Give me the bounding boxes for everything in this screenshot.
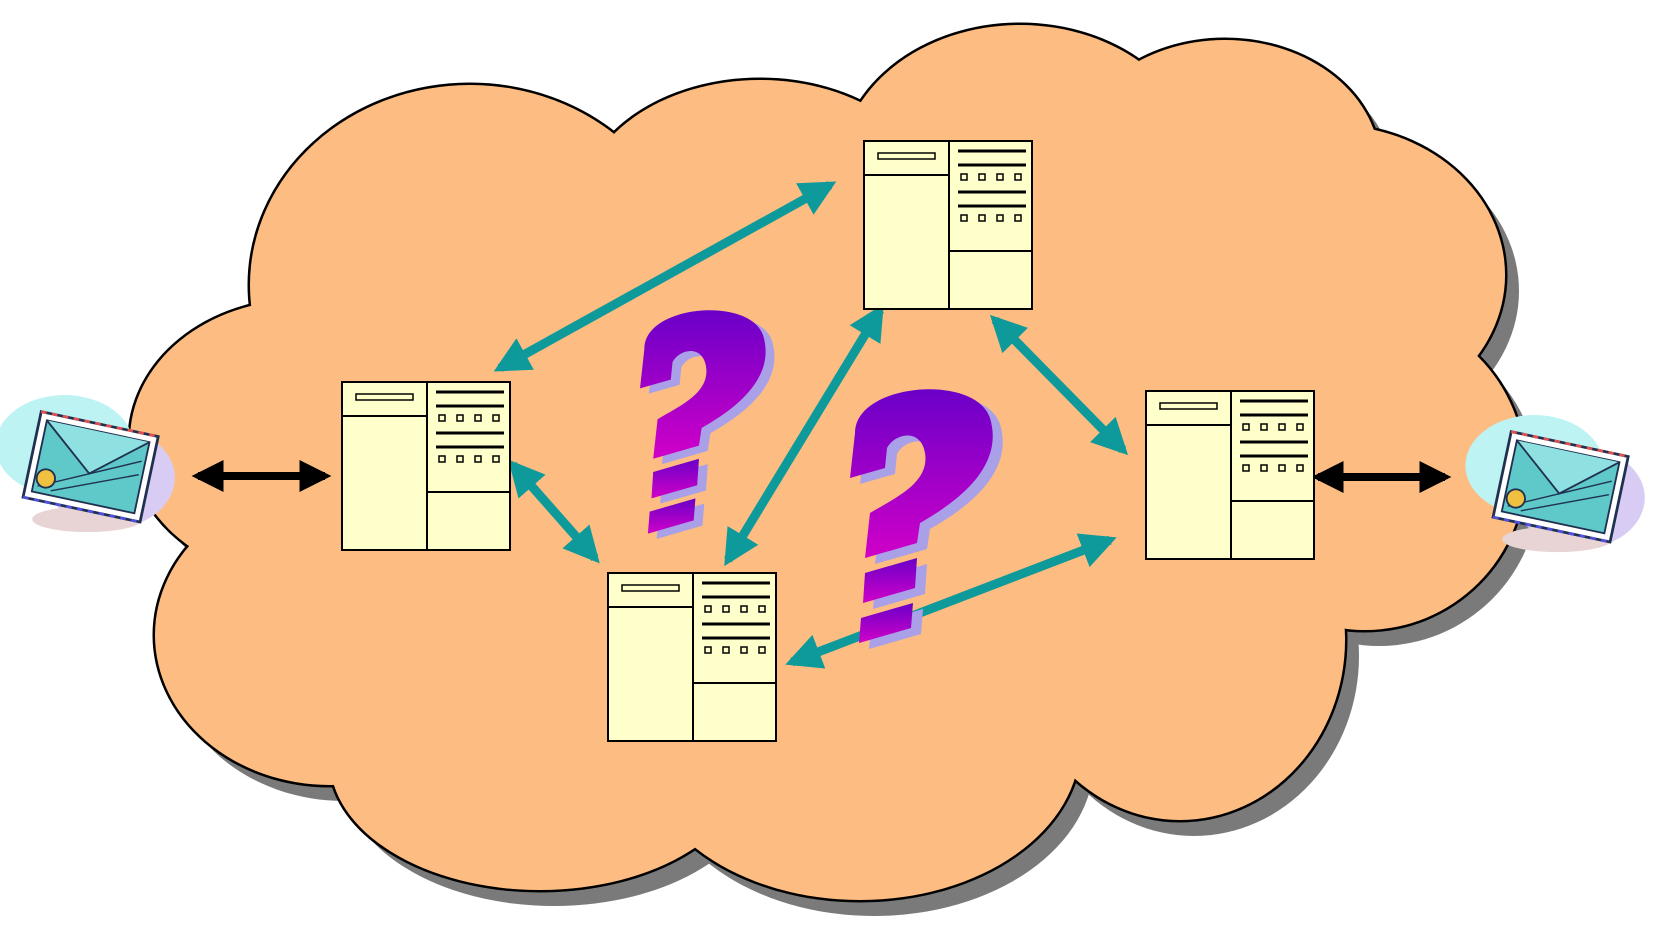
server-bottom bbox=[606, 571, 778, 743]
server-right bbox=[1144, 389, 1316, 561]
peer-connections bbox=[493, 181, 1129, 669]
client-connections bbox=[191, 460, 1452, 493]
server-top bbox=[862, 139, 1034, 311]
arrow-bottom-right bbox=[785, 533, 1117, 669]
arrow-left-top bbox=[493, 181, 837, 372]
arrow-left-bottom bbox=[508, 459, 600, 564]
arrow-top-right bbox=[989, 314, 1129, 456]
server-left bbox=[340, 380, 512, 552]
arrow-top-bottom bbox=[724, 303, 884, 567]
